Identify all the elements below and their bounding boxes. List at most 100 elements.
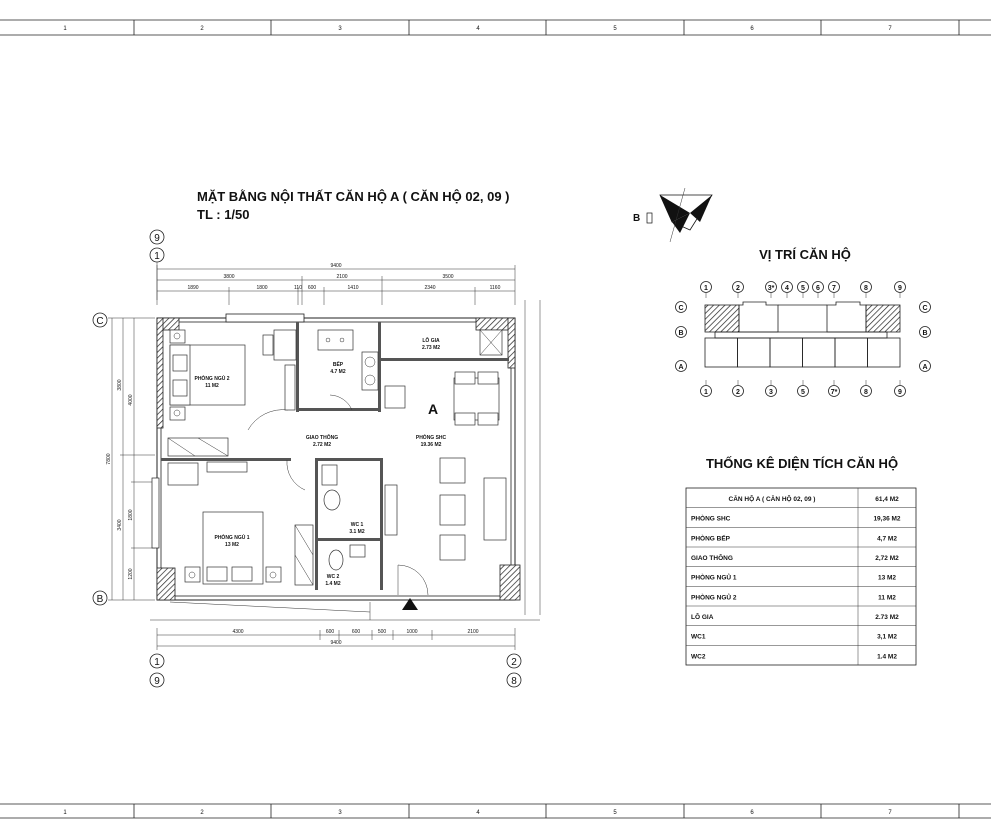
svg-text:2: 2 bbox=[511, 657, 517, 668]
svg-text:2,72 M2: 2,72 M2 bbox=[875, 555, 899, 562]
svg-text:1890: 1890 bbox=[187, 285, 198, 291]
svg-text:4.7 M2: 4.7 M2 bbox=[330, 369, 346, 375]
svg-text:11 M2: 11 M2 bbox=[205, 383, 219, 389]
svg-text:3,1 M2: 3,1 M2 bbox=[877, 634, 897, 641]
svg-text:5: 5 bbox=[801, 389, 805, 396]
unit-label: A bbox=[428, 401, 438, 417]
svg-text:3.1 M2: 3.1 M2 bbox=[349, 529, 365, 535]
frame-column-number: 4 bbox=[476, 810, 480, 816]
axis-bubble: 1 bbox=[700, 380, 712, 397]
svg-text:A: A bbox=[678, 364, 683, 371]
svg-text:1: 1 bbox=[154, 657, 160, 668]
axis-bubble: 5 bbox=[797, 281, 809, 298]
svg-text:1160: 1160 bbox=[490, 285, 501, 291]
location-title: VỊ TRÍ CĂN HỘ bbox=[759, 247, 851, 262]
axis-bubble: B bbox=[675, 326, 687, 338]
room-label-kitchen: BẾP bbox=[333, 361, 344, 368]
svg-text:2100: 2100 bbox=[467, 629, 478, 635]
frame-column-number: 1 bbox=[63, 26, 67, 32]
svg-text:3800: 3800 bbox=[117, 379, 123, 390]
axis-bubble: 1 bbox=[700, 281, 712, 298]
svg-text:1: 1 bbox=[154, 251, 160, 262]
svg-text:PHÒNG NGỦ 2: PHÒNG NGỦ 2 bbox=[691, 592, 737, 601]
axis-bubble: 3* bbox=[765, 281, 777, 298]
frame-column-number: 7 bbox=[888, 810, 892, 816]
frame-column-number: 2 bbox=[200, 26, 204, 32]
svg-text:4,7 M2: 4,7 M2 bbox=[877, 535, 897, 542]
svg-text:PHÒNG BẾP: PHÒNG BẾP bbox=[691, 532, 731, 542]
svg-text:GIAO THÔNG: GIAO THÔNG bbox=[691, 553, 733, 562]
axis-bubble: 9 bbox=[894, 380, 906, 397]
plan-title: MẶT BẰNG NỘI THẤT CĂN HỘ A ( CĂN HỘ 02, … bbox=[197, 189, 510, 204]
room-label-bedroom1: PHÒNG NGỦ 1 bbox=[214, 533, 249, 541]
axis-bubble: 5 bbox=[797, 380, 809, 397]
room-label-wc1: WC 1 bbox=[351, 522, 364, 528]
frame-column-number: 3 bbox=[338, 26, 342, 32]
svg-text:C: C bbox=[678, 305, 683, 312]
svg-text:8: 8 bbox=[864, 389, 868, 396]
apartment-block bbox=[802, 337, 836, 368]
svg-text:PHÒNG SHC: PHÒNG SHC bbox=[691, 514, 731, 523]
frame-column-number: 5 bbox=[613, 810, 617, 816]
svg-text:1: 1 bbox=[704, 285, 708, 292]
svg-text:4300: 4300 bbox=[232, 629, 243, 635]
room-label-corridor: GIAO THÔNG bbox=[306, 433, 338, 441]
axis-bubble: 7* bbox=[828, 380, 840, 397]
svg-text:19.36 M2: 19.36 M2 bbox=[421, 442, 442, 448]
axis-bubble: A bbox=[919, 360, 931, 372]
room-label-bedroom2: PHÒNG NGỦ 2 bbox=[194, 374, 229, 382]
svg-text:9: 9 bbox=[898, 389, 902, 396]
compass-icon: B bbox=[633, 187, 713, 243]
axis-bubble: C bbox=[919, 301, 931, 313]
svg-text:CĂN HỘ A ( CĂN HỘ 02, 09 ): CĂN HỘ A ( CĂN HỘ 02, 09 ) bbox=[729, 494, 816, 503]
svg-text:1200: 1200 bbox=[128, 568, 134, 579]
axis-bubble: C bbox=[675, 301, 687, 313]
svg-text:9: 9 bbox=[898, 285, 902, 292]
compass-label: B bbox=[633, 213, 640, 224]
svg-text:3: 3 bbox=[769, 389, 773, 396]
apartment-block bbox=[867, 337, 901, 368]
svg-text:C: C bbox=[922, 305, 927, 312]
svg-text:2.73 M2: 2.73 M2 bbox=[422, 345, 440, 351]
svg-text:1.4 M2: 1.4 M2 bbox=[877, 653, 897, 660]
svg-text:WC1: WC1 bbox=[691, 634, 706, 641]
svg-text:B: B bbox=[922, 330, 927, 337]
axis-bubble: 4 bbox=[781, 281, 793, 298]
room-label-loggia: LÔ GIA bbox=[422, 336, 440, 344]
svg-text:1.4 M2: 1.4 M2 bbox=[325, 581, 341, 587]
svg-text:3500: 3500 bbox=[442, 274, 453, 280]
axis-bubble: 9 bbox=[894, 281, 906, 298]
frame-column-number: 3 bbox=[338, 810, 342, 816]
svg-text:1800: 1800 bbox=[256, 285, 267, 291]
svg-text:2100: 2100 bbox=[336, 274, 347, 280]
svg-text:2.73 M2: 2.73 M2 bbox=[875, 614, 899, 621]
svg-text:13 M2: 13 M2 bbox=[878, 575, 896, 582]
svg-text:7*: 7* bbox=[831, 389, 838, 396]
axis-bubble: 2 bbox=[732, 380, 744, 397]
svg-text:4: 4 bbox=[785, 285, 789, 292]
axis-bubble: B bbox=[919, 326, 931, 338]
frame-column-number: 7 bbox=[888, 26, 892, 32]
floor-plan: PHÒNG NGỦ 2 11 M2 BẾP 4.7 M2 LÔ GIA 2.73… bbox=[151, 313, 521, 620]
svg-text:2: 2 bbox=[736, 389, 740, 396]
svg-text:110: 110 bbox=[294, 285, 302, 291]
svg-text:PHÒNG NGỦ 1: PHÒNG NGỦ 1 bbox=[691, 573, 737, 582]
svg-text:3800: 3800 bbox=[223, 274, 234, 280]
svg-text:9400: 9400 bbox=[330, 640, 341, 646]
stats-row: PHÒNG NGỦ 1 13 M2 bbox=[691, 573, 896, 582]
room-label-wc2: WC 2 bbox=[327, 574, 340, 580]
svg-text:B: B bbox=[97, 594, 104, 605]
svg-text:B: B bbox=[678, 330, 683, 337]
stats-row: GIAO THÔNG 2,72 M2 bbox=[691, 553, 899, 562]
svg-text:A: A bbox=[922, 364, 927, 371]
grid-bubble: C B bbox=[92, 312, 108, 606]
plan-scale: TL : 1/50 bbox=[197, 207, 250, 222]
svg-text:2: 2 bbox=[736, 285, 740, 292]
frame-column-number: 4 bbox=[476, 26, 480, 32]
